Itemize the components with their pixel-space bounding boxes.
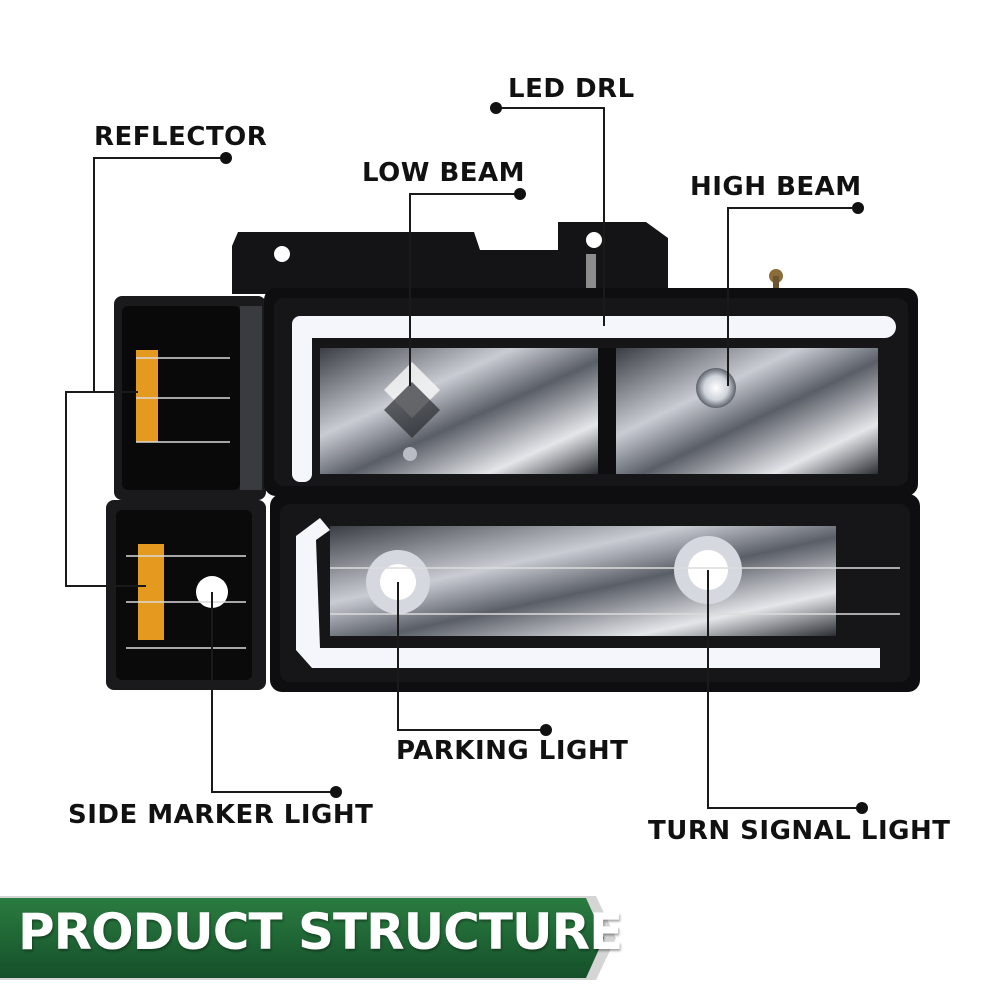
label-side-marker-light: SIDE MARKER LIGHT bbox=[68, 800, 374, 830]
upper-corner-lamp bbox=[114, 296, 266, 500]
lower-corner-lamp bbox=[106, 500, 266, 690]
product-structure-banner bbox=[0, 896, 616, 980]
callout-turn-signal bbox=[707, 570, 862, 809]
mounting-bracket bbox=[232, 222, 783, 294]
callout-reflector bbox=[93, 157, 226, 393]
callout-side-marker bbox=[211, 592, 336, 793]
parking-turn-lamp bbox=[270, 494, 920, 692]
callout-high-beam bbox=[727, 207, 858, 386]
callout-lines bbox=[65, 107, 862, 809]
label-led-drl: LED DRL bbox=[508, 74, 635, 104]
label-turn-signal-light: TURN SIGNAL LIGHT bbox=[648, 816, 951, 846]
callout-parking-light bbox=[397, 582, 546, 731]
label-low-beam: LOW BEAM bbox=[362, 158, 526, 188]
main-headlamp bbox=[264, 288, 918, 496]
callout-low-beam bbox=[409, 193, 520, 386]
label-high-beam: HIGH BEAM bbox=[690, 172, 862, 202]
callout-reflector-lower bbox=[65, 391, 146, 587]
banner-title: PRODUCT STRUCTURE bbox=[18, 903, 623, 961]
callout-led-drl bbox=[496, 107, 605, 326]
callout-dots bbox=[220, 102, 868, 814]
label-reflector: REFLECTOR bbox=[94, 122, 268, 152]
label-parking-light: PARKING LIGHT bbox=[396, 736, 629, 766]
